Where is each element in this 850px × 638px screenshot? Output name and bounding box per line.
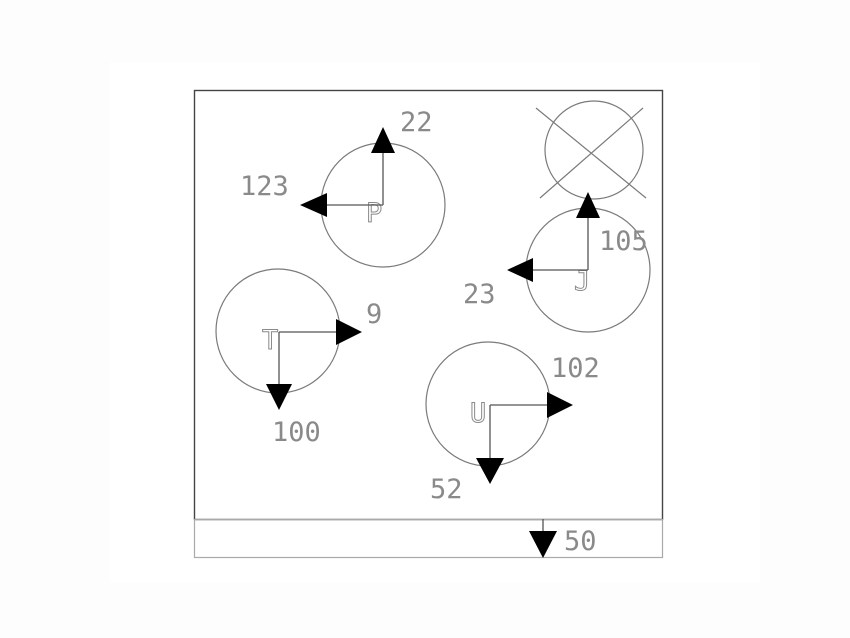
zone-letter: P (366, 198, 382, 229)
zone-t: T 9 100 (215, 268, 382, 448)
dim-label-horizontal: 123 (240, 171, 289, 202)
zone-letter: U (470, 398, 486, 429)
arrow-down-icon (529, 531, 557, 558)
crossed-zone (535, 100, 647, 200)
arrow-right-icon (336, 319, 362, 345)
zone-p: P 22 123 (240, 107, 446, 268)
front-strip (193, 518, 664, 559)
zone-letter: T (262, 325, 278, 356)
dim-label-vertical: 52 (430, 474, 463, 505)
x-circle-icon (544, 100, 644, 200)
arrow-left-icon (300, 193, 327, 217)
cross-line (539, 107, 644, 199)
bottom-dimension: 50 (529, 519, 597, 558)
dim-label-horizontal: 102 (551, 353, 600, 384)
dim-label-vertical: 22 (400, 107, 433, 138)
arrow-down-icon (476, 458, 504, 484)
arrow-left-icon (507, 258, 533, 282)
arrow-up-icon (576, 192, 600, 218)
arrow-right-icon (547, 392, 573, 418)
zone-u: U 102 52 (425, 341, 600, 505)
dim-label-bottom: 50 (564, 526, 597, 557)
dim-label-horizontal: 9 (366, 299, 382, 330)
dim-label-vertical: 105 (599, 226, 648, 257)
dim-label-horizontal: 23 (463, 279, 496, 310)
canvas (110, 62, 760, 582)
arrow-up-icon (371, 127, 395, 153)
arrow-down-icon (266, 384, 292, 410)
zone-letter: J (574, 266, 590, 297)
dim-label-vertical: 100 (272, 417, 321, 448)
zone-j: J 105 23 (463, 192, 651, 333)
